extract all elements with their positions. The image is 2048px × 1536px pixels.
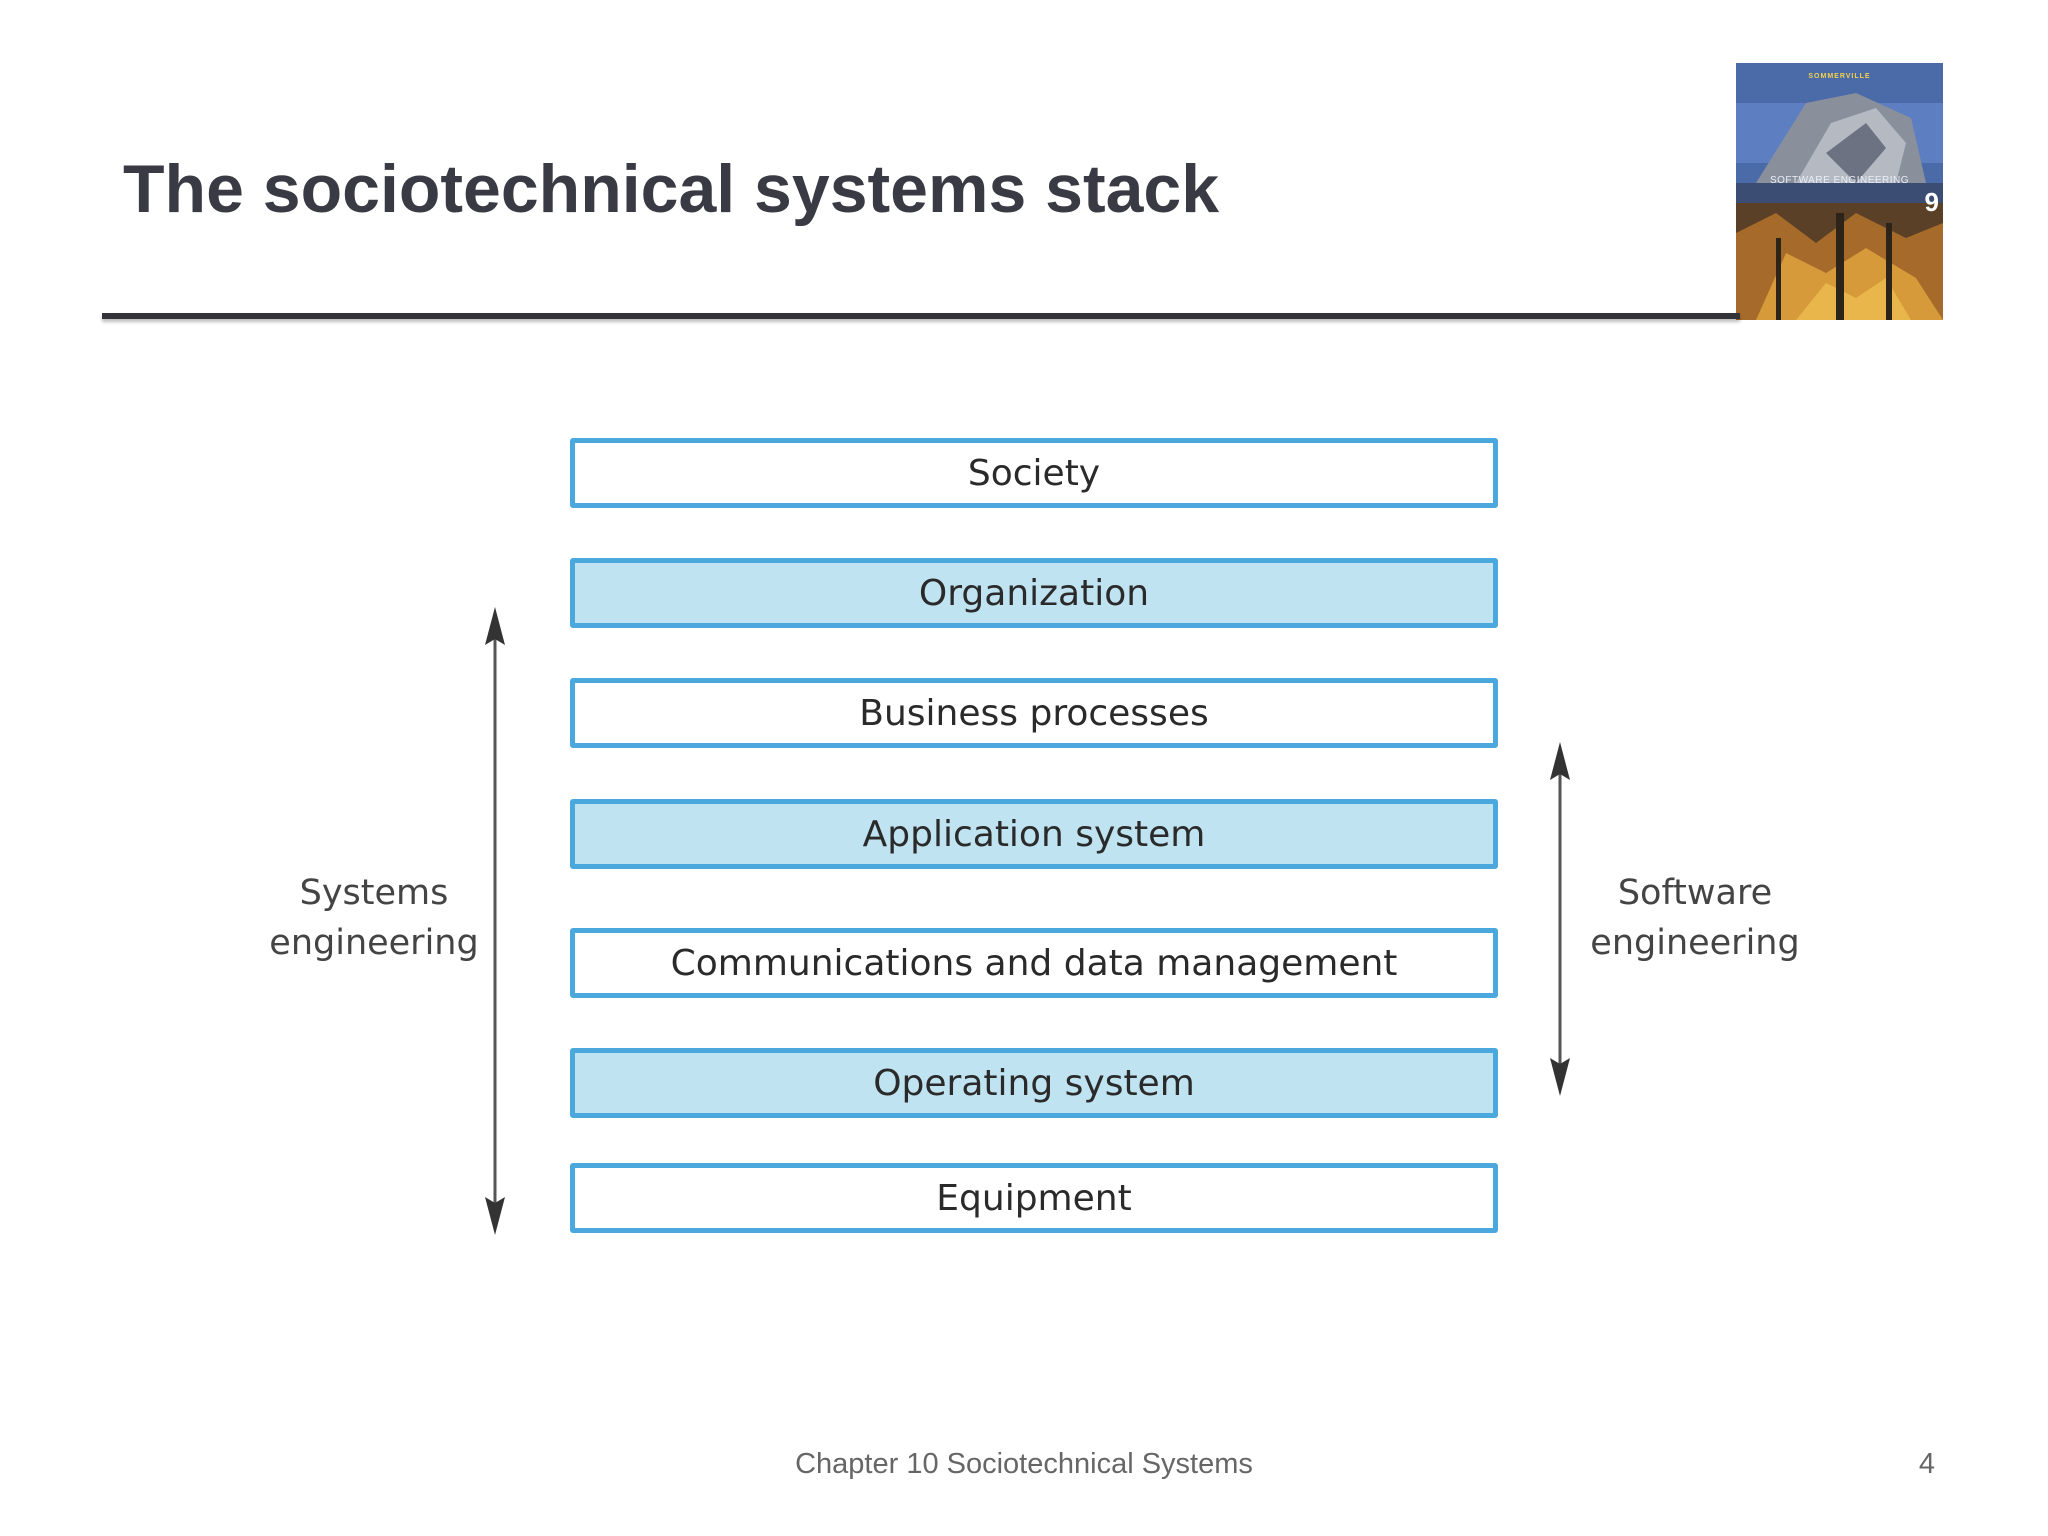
book-cover-image: SOMMERVILLE SOFTWARE ENGINEERING 9	[1736, 63, 1943, 320]
layer-business-processes: Business processes	[570, 678, 1498, 748]
book-cover-edition: 9	[1924, 187, 1939, 217]
systems-engineering-label: Systems engineering	[262, 868, 486, 968]
layer-society: Society	[570, 438, 1498, 508]
layer-label: Society	[967, 452, 1101, 494]
book-cover-title: SOFTWARE ENGINEERING	[1769, 175, 1910, 186]
systems-engineering-line2: engineering	[269, 923, 479, 963]
layer-communications-data-management: Communications and data management	[570, 928, 1498, 998]
layer-label: Equipment	[936, 1177, 1132, 1219]
layer-organization: Organization	[570, 558, 1498, 628]
title-divider	[102, 313, 1740, 319]
page-number: 4	[1918, 1448, 1935, 1480]
book-cover-art	[1736, 63, 1943, 320]
layer-label: Application system	[862, 813, 1206, 855]
layer-label: Communications and data management	[670, 942, 1398, 984]
software-engineering-line2: engineering	[1590, 923, 1800, 963]
layer-label: Organization	[918, 572, 1150, 614]
slide-title: The sociotechnical systems stack	[123, 151, 1220, 227]
layer-label: Operating system	[873, 1062, 1195, 1104]
software-engineering-line1: Software	[1617, 873, 1773, 913]
layer-application-system: Application system	[570, 799, 1498, 869]
book-cover-top-text: SOMMERVILLE	[1808, 73, 1871, 80]
layer-equipment: Equipment	[570, 1163, 1498, 1233]
systems-engineering-line1: Systems	[299, 873, 449, 913]
layer-operating-system: Operating system	[570, 1048, 1498, 1118]
software-engineering-label: Software engineering	[1580, 868, 1810, 968]
software-engineering-arrow	[1550, 742, 1570, 1096]
layer-label: Business processes	[859, 692, 1209, 734]
systems-engineering-arrow	[485, 607, 505, 1235]
slide-footer: Chapter 10 Sociotechnical Systems	[795, 1448, 1253, 1480]
